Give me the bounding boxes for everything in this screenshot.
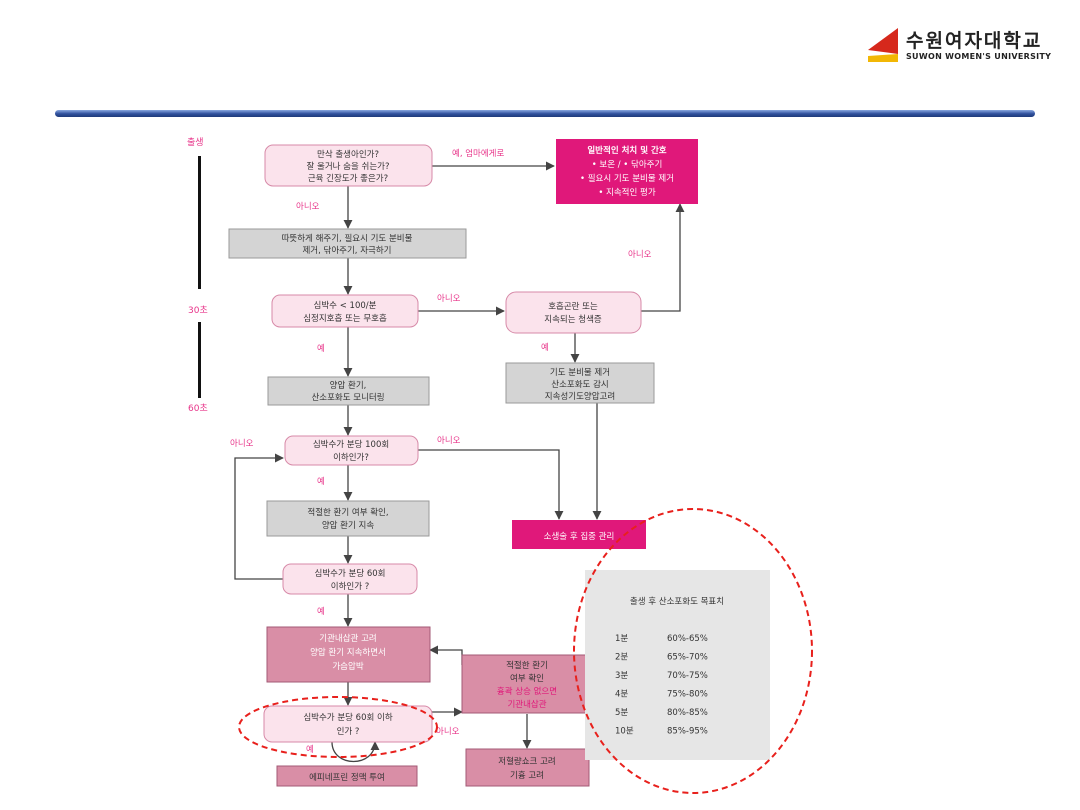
university-name-korean: 수원여자대학교 bbox=[906, 30, 1043, 52]
svg-text:근육 긴장도가 좋은가?: 근육 긴장도가 좋은가? bbox=[308, 173, 388, 184]
label-yes-resp: 예 bbox=[541, 342, 549, 353]
svg-text:소생술 후 집중 관리: 소생술 후 집중 관리 bbox=[544, 531, 615, 542]
arrow-resp-to-routine bbox=[641, 203, 685, 312]
timeline-60s-label: 60초 bbox=[188, 403, 208, 414]
svg-text:잘 울거나 숨을 쉬는가?: 잘 울거나 숨을 쉬는가? bbox=[307, 161, 390, 172]
decision-hr60: 심박수가 분당 60회 이하인가 ? bbox=[282, 563, 418, 595]
svg-text:호흡곤란 또는: 호흡곤란 또는 bbox=[548, 301, 598, 312]
timeline-birth-label: 출생 bbox=[187, 137, 204, 148]
svg-text:지속되는 청색증: 지속되는 청색증 bbox=[544, 314, 602, 325]
spo2-table-title: 출생 후 산소포화도 목표치 bbox=[630, 596, 724, 607]
decision-hr100-apnea: 심박수 < 100/분 심정지호흡 또는 무호흡 bbox=[271, 294, 419, 328]
label-no-hr100: 아니오 bbox=[437, 293, 461, 304]
decision-hr100-repeat: 심박수가 분당 100회 이하인가? bbox=[284, 435, 419, 466]
svg-text:적절한 환기: 적절한 환기 bbox=[506, 660, 548, 671]
svg-text:지속성기도양압고려: 지속성기도양압고려 bbox=[545, 391, 615, 402]
spo2-row-range: 70%-75% bbox=[667, 671, 708, 681]
airway-management-box: 기도 분비물 제거 산소포화도 감시 지속성기도양압고려 bbox=[505, 362, 655, 404]
callout-hr60-decision bbox=[238, 696, 438, 758]
svg-text:양압 환기,: 양압 환기, bbox=[330, 380, 367, 391]
svg-text:이하인가 ?: 이하인가 ? bbox=[331, 581, 370, 592]
arrow-vent2-to-intubate bbox=[429, 645, 463, 665]
timeline-30s-label: 30초 bbox=[188, 305, 208, 316]
ppv-monitoring-box: 양압 환기, 산소포화도 모니터링 bbox=[267, 376, 430, 406]
svg-text:양압 환기 지속하면서: 양압 환기 지속하면서 bbox=[310, 647, 386, 658]
spo2-row-range: 65%-70% bbox=[667, 653, 708, 663]
label-yes-to-mother: 예, 엄마에게로 bbox=[452, 148, 505, 159]
svg-text:• 필요시 기도 분비물 제거: • 필요시 기도 분비물 제거 bbox=[580, 173, 674, 184]
svg-text:제거, 닦아주기, 자극하기: 제거, 닦아주기, 자극하기 bbox=[302, 245, 391, 256]
respiratory-distress-box: 호흡곤란 또는 지속되는 청색증 bbox=[505, 291, 642, 334]
svg-text:적절한 환기 여부 확인,: 적절한 환기 여부 확인, bbox=[307, 507, 388, 518]
warm-stimulate-box: 따뜻하게 해주기, 필요시 기도 분비물 제거, 닦아주기, 자극하기 bbox=[228, 228, 467, 259]
svg-text:심박수가 분당 60회: 심박수가 분당 60회 bbox=[315, 568, 386, 579]
label-yes-check: 예 bbox=[317, 476, 325, 487]
connectors bbox=[234, 161, 685, 763]
spo2-row-range: 60%-65% bbox=[667, 634, 708, 644]
svg-text:만삭 출생아인가?: 만삭 출생아인가? bbox=[317, 149, 379, 160]
arrow-hr60-loop-back bbox=[234, 453, 284, 580]
label-no-routine: 아니오 bbox=[628, 249, 652, 260]
svg-text:기도 분비물 제거: 기도 분비물 제거 bbox=[550, 368, 610, 378]
label-no-loop: 아니오 bbox=[230, 438, 254, 449]
header-divider bbox=[55, 110, 1035, 117]
svg-text:심박수가 분당 100회: 심박수가 분당 100회 bbox=[313, 439, 389, 450]
spo2-row-range: 80%-85% bbox=[667, 708, 708, 718]
svg-text:산소포화도 감시: 산소포화도 감시 bbox=[551, 379, 608, 390]
hypovolemia-box: 저혈량쇼크 고려 기흉 고려 bbox=[465, 748, 590, 787]
timeline-bar-upper bbox=[198, 156, 201, 289]
svg-text:양압 환기 지속: 양압 환기 지속 bbox=[322, 520, 375, 531]
svg-text:저혈량쇼크 고려: 저혈량쇼크 고려 bbox=[498, 756, 555, 767]
university-logo: 수원여자대학교 SUWON WOMEN'S UNIVERSITY bbox=[866, 20, 1066, 70]
label-yes-ppv: 예 bbox=[317, 343, 325, 354]
svg-text:가슴압박: 가슴압박 bbox=[332, 661, 363, 672]
svg-text:기관내삽관 고려: 기관내삽관 고려 bbox=[319, 633, 376, 644]
svg-text:따뜻하게 해주기, 필요시 기도 분비물: 따뜻하게 해주기, 필요시 기도 분비물 bbox=[282, 233, 413, 244]
callout-spo2-table bbox=[573, 508, 813, 794]
university-name-english: SUWON WOMEN'S UNIVERSITY bbox=[906, 52, 1052, 61]
ventilation-recheck-box: 적절한 환기 여부 확인 흉곽 상승 없으면 기관내삽관 bbox=[461, 654, 593, 714]
label-no-postcare: 아니오 bbox=[437, 435, 461, 446]
intubation-compression-box: 기관내삽관 고려 양압 환기 지속하면서 가슴압박 bbox=[266, 626, 431, 683]
svg-text:이하인가?: 이하인가? bbox=[333, 452, 369, 463]
university-emblem-icon bbox=[868, 28, 898, 62]
spo2-row-time: 10분 bbox=[615, 727, 634, 737]
spo2-row-time: 3분 bbox=[615, 671, 628, 681]
label-no-birth: 아니오 bbox=[296, 201, 320, 212]
check-ventilation-box: 적절한 환기 여부 확인, 양압 환기 지속 bbox=[266, 500, 430, 537]
timeline-bar-lower bbox=[198, 322, 201, 398]
decision-hr60-repeat: 심박수가 분당 60회 이하 인가 ? bbox=[263, 705, 433, 743]
edge-labels: 예, 엄마에게로 아니오 아니오 아니오 예 예 아니오 아니오 예 예 아니오… bbox=[230, 148, 652, 755]
svg-text:흉곽 상승 없으면: 흉곽 상승 없으면 bbox=[497, 686, 557, 697]
svg-text:심박수 < 100/분: 심박수 < 100/분 bbox=[314, 300, 377, 311]
label-yes-epi: 예 bbox=[306, 744, 314, 755]
epinephrine-box: 에피네프린 정맥 투여 bbox=[276, 765, 418, 787]
spo2-row-time: 2분 bbox=[615, 653, 628, 663]
svg-text:기관내삽관: 기관내삽관 bbox=[507, 699, 546, 710]
svg-text:산소포화도 모니터링: 산소포화도 모니터링 bbox=[311, 392, 384, 403]
svg-text:기흉 고려: 기흉 고려 bbox=[510, 770, 544, 781]
decision-birth: 만삭 출생아인가? 잘 울거나 숨을 쉬는가? 근육 긴장도가 좋은가? bbox=[264, 144, 433, 187]
spo2-row-time: 4분 bbox=[615, 690, 628, 700]
spo2-target-table: 출생 후 산소포화도 목표치 1분 60%-65% 2분 65%-70% 3분 70%-7… bbox=[585, 570, 770, 760]
routine-care-box: 일반적인 처치 및 간호 • 보온 / • 닦아주기 • 필요시 기도 분비물 … bbox=[556, 139, 698, 204]
svg-text:심정지호흡 또는 무호흡: 심정지호흡 또는 무호흡 bbox=[303, 313, 387, 324]
spo2-row-range: 75%-80% bbox=[667, 690, 708, 700]
svg-text:인가 ?: 인가 ? bbox=[337, 726, 360, 737]
arrow-hr100b-to-postcare bbox=[418, 449, 564, 520]
svg-text:에피네프린 정맥 투여: 에피네프린 정맥 투여 bbox=[309, 772, 385, 783]
svg-text:일반적인 처치 및 간호: 일반적인 처치 및 간호 bbox=[587, 145, 666, 156]
spo2-row-time: 5분 bbox=[615, 708, 628, 718]
label-no-final: 아니오 bbox=[436, 726, 460, 737]
timeline: 출생 30초 60초 bbox=[187, 137, 208, 414]
spo2-row-range: 85%-95% bbox=[667, 727, 708, 737]
svg-text:여부 확인: 여부 확인 bbox=[510, 673, 544, 684]
svg-text:• 보온 / • 닦아주기: • 보온 / • 닦아주기 bbox=[592, 159, 663, 170]
arrow-epi-loop bbox=[331, 741, 380, 763]
svg-text:• 지속적인 평가: • 지속적인 평가 bbox=[598, 187, 656, 198]
svg-text:심박수가 분당 60회 이하: 심박수가 분당 60회 이하 bbox=[303, 712, 392, 723]
spo2-row-time: 1분 bbox=[615, 634, 628, 644]
label-yes-intubate: 예 bbox=[317, 606, 325, 617]
